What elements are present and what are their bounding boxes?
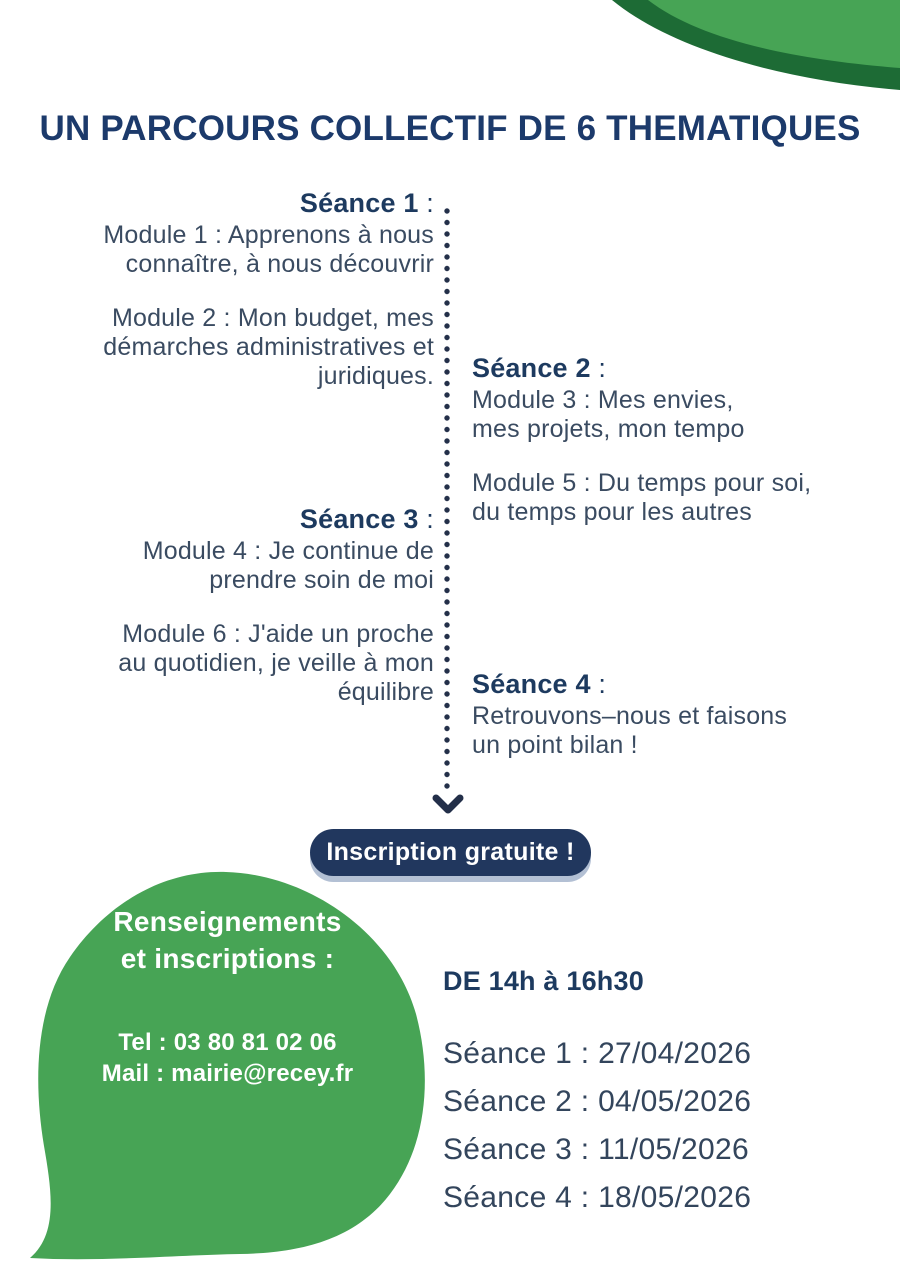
- schedule-date-3: Séance 3 : 11/05/2026: [443, 1133, 749, 1166]
- seance-1-heading: Séance 1 :: [299, 188, 434, 218]
- free-registration-badge: Inscription gratuite !: [310, 829, 591, 876]
- seance-4-text: Retrouvons–nous et faisons un point bila…: [472, 702, 788, 759]
- speech-bubble-decoration: [30, 871, 425, 1260]
- arrow-down-icon: [432, 794, 464, 814]
- contact-email: Mail : mairie@recey.fr: [101, 1060, 354, 1087]
- seance-3-heading: Séance 3 :: [299, 504, 434, 534]
- schedule-date-2: Séance 2 : 04/05/2026: [443, 1085, 752, 1118]
- seance-3-group: Séance 3 : Module 4 : Je continue de pre…: [24, 504, 434, 732]
- module-1-text: Module 1 : Apprenons à nous connaître, à…: [103, 221, 434, 278]
- schedule-dates: Séance 1 : 27/04/2026 Séance 2 : 04/05/2…: [443, 1038, 751, 1230]
- contact-heading: Renseignements et inscriptions :: [113, 906, 342, 974]
- module-5-text: Module 5 : Du temps pour soi, du temps p…: [472, 469, 812, 526]
- corner-wave-decoration: [612, 0, 900, 90]
- module-4-text: Module 4 : Je continue de prendre soin d…: [142, 537, 434, 594]
- contact-block: Renseignements et inscriptions : Tel : 0…: [55, 903, 400, 1089]
- schedule-date-1: Séance 1 : 27/04/2026: [443, 1037, 752, 1070]
- seance-2-group: Séance 2 : Module 3 : Mes envies, mes pr…: [472, 353, 882, 552]
- schedule-date-4: Séance 4 : 18/05/2026: [443, 1181, 752, 1214]
- page-title: UN PARCOURS COLLECTIF DE 6 THEMATIQUES: [39, 109, 861, 148]
- seance-1-group: Séance 1 : Module 1 : Apprenons à nous c…: [24, 188, 434, 416]
- seance-4-heading: Séance 4 :: [472, 669, 607, 699]
- contact-phone: Tel : 03 80 81 02 06: [118, 1029, 337, 1056]
- seance-2-heading: Séance 2 :: [472, 353, 607, 383]
- timeline-dotted-line: [443, 207, 451, 791]
- schedule-time: DE 14h à 16h30: [443, 966, 644, 996]
- module-3-text: Module 3 : Mes envies, mes projets, mon …: [472, 386, 745, 443]
- module-6-text: Module 6 : J'aide un proche au quotidien…: [118, 620, 434, 706]
- module-2-text: Module 2 : Mon budget, mes démarches adm…: [103, 304, 434, 390]
- seance-4-group: Séance 4 : Retrouvons–nous et faisons un…: [472, 669, 882, 785]
